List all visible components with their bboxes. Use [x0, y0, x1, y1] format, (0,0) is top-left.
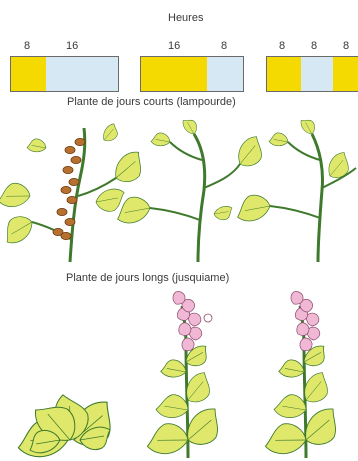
short-day-plant-flowering [0, 123, 147, 262]
long-day-plant-rosette [17, 394, 119, 461]
long-day-plant-flowering-2 [265, 291, 344, 461]
short-day-plant-vegetative [117, 117, 268, 262]
long-day-plant-flowering [147, 291, 226, 461]
